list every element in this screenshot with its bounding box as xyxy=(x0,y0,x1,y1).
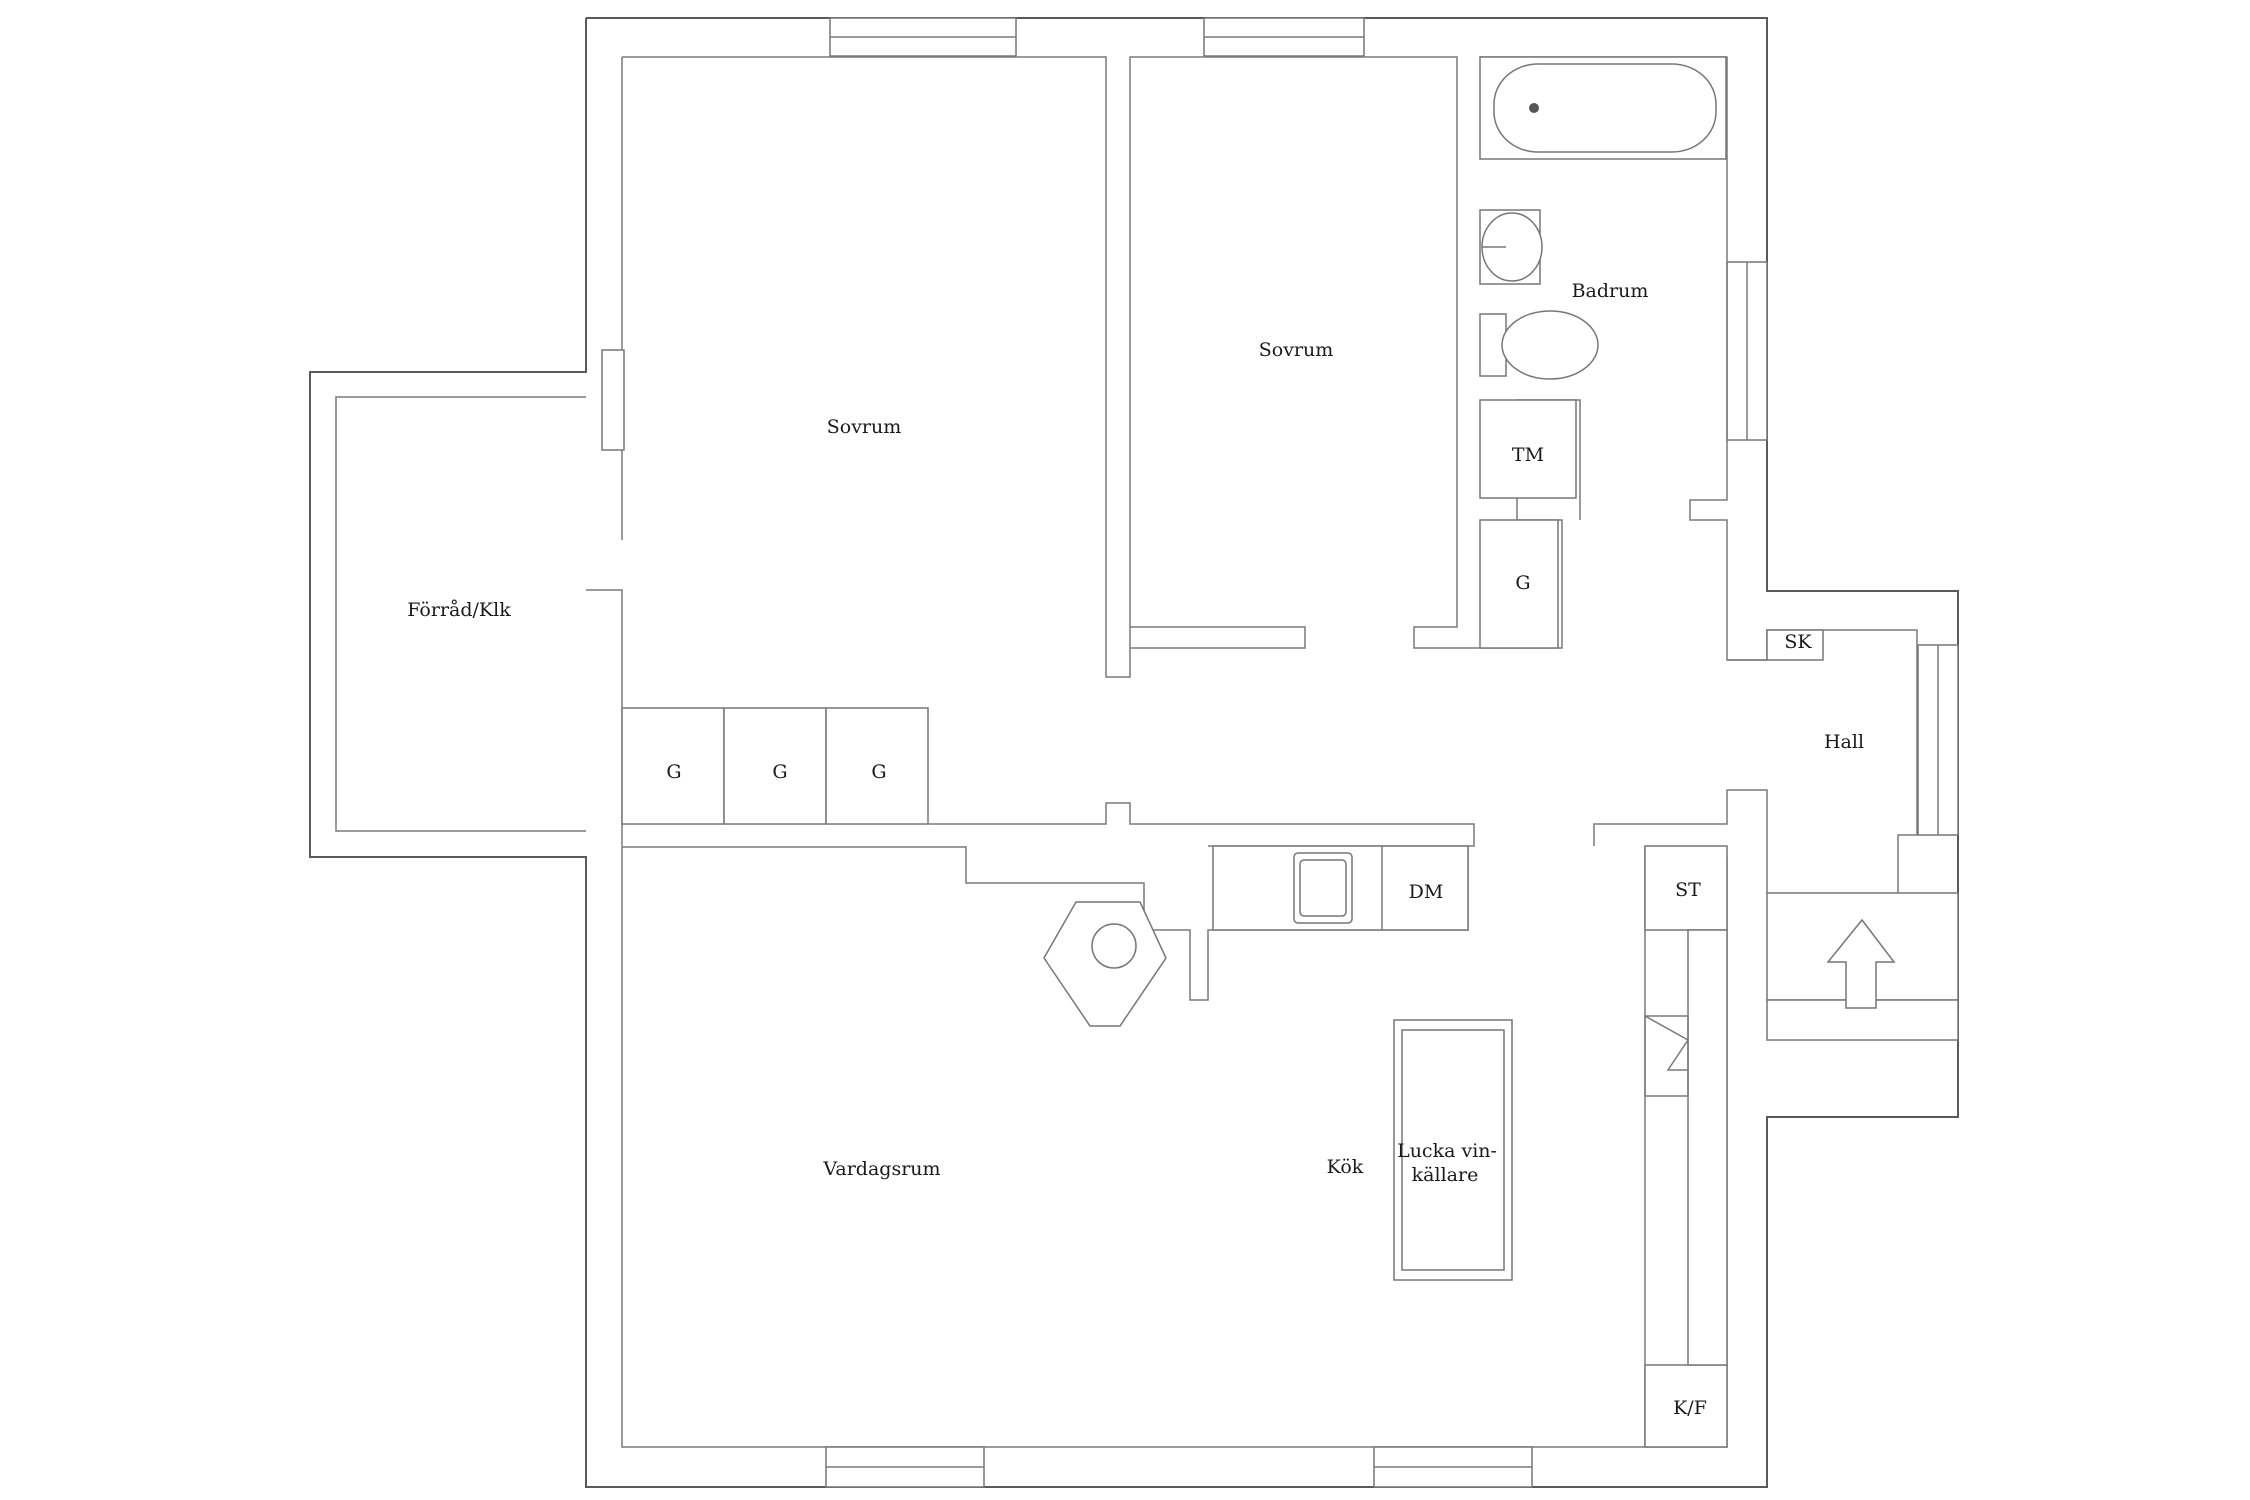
fixture-label-kf: K/F xyxy=(1673,1397,1707,1419)
room-labels: Sovrum Sovrum Badrum Förråd/Klk Vardagsr… xyxy=(407,280,1864,1180)
bathtub-drain xyxy=(1529,103,1539,113)
room-label-hall: Hall xyxy=(1824,731,1864,753)
hatch-inner xyxy=(1401,1029,1505,1271)
st-box xyxy=(1644,845,1728,931)
entrance-step-2 xyxy=(1766,999,1959,1041)
wardrobe-2 xyxy=(723,707,827,825)
room-label-sovrum-1: Sovrum xyxy=(827,416,902,438)
fixture-label-st: ST xyxy=(1675,879,1701,901)
wardrobe-1 xyxy=(621,707,725,825)
fixture-label-g2: G xyxy=(772,761,787,783)
fireplace-grate xyxy=(1091,923,1137,969)
room-label-vardagsrum: Vardagsrum xyxy=(822,1158,940,1180)
fixture-label-sk: SK xyxy=(1784,631,1812,653)
fixture-label-lucka-2: källare xyxy=(1412,1164,1479,1186)
windows xyxy=(601,17,1959,1488)
storage-room xyxy=(335,396,623,847)
fixture-label-dm: DM xyxy=(1409,881,1444,903)
bedroom-1-right-wall xyxy=(622,56,1581,678)
arrow-up-icon xyxy=(1826,918,1896,1009)
fixture-label-g-bath: G xyxy=(1515,572,1530,594)
fixture-label-lucka-1: Lucka vin- xyxy=(1397,1140,1497,1162)
hall-area xyxy=(1727,629,1959,1041)
g-bath-box xyxy=(1479,519,1559,649)
kitchen xyxy=(622,845,1728,1448)
toilet-icon xyxy=(1501,310,1599,380)
kf-box xyxy=(1644,1364,1728,1448)
room-label-sovrum-2: Sovrum xyxy=(1259,339,1334,361)
hall-upper-wall xyxy=(1727,629,1918,893)
window-storage xyxy=(601,349,625,451)
storage-room-outline xyxy=(335,396,586,832)
bathroom-fixtures xyxy=(1479,56,1727,649)
room-label-kok: Kök xyxy=(1327,1156,1364,1178)
wardrobes xyxy=(621,707,1768,893)
bathtub-inner xyxy=(1493,63,1717,153)
tm-box xyxy=(1479,399,1577,499)
bathroom-left-wall xyxy=(1480,56,1767,661)
fixture-label-g1: G xyxy=(666,761,681,783)
storage-door-jamb xyxy=(586,589,623,847)
kitchen-sink-basin xyxy=(1299,859,1347,917)
bedroom-2-bottom-wall xyxy=(1130,626,1306,649)
oven-symbol xyxy=(1644,1014,1690,1097)
inner-wall-bottom xyxy=(621,847,1728,1448)
kitchen-corridor-wall xyxy=(1593,789,1768,893)
sk-box xyxy=(1766,629,1824,661)
fixture-label-tm: TM xyxy=(1512,444,1544,466)
corridor-lower-wall xyxy=(928,802,1475,847)
tall-cabinet xyxy=(1687,929,1728,1366)
outer-wall-outline xyxy=(309,17,1959,1488)
fixture-labels: TM G G G G SK DM ST K/F Lucka vin- källa… xyxy=(666,444,1812,1419)
fixture-label-g3: G xyxy=(871,761,886,783)
room-label-forrad: Förråd/Klk xyxy=(407,599,511,621)
wardrobe-3 xyxy=(825,707,929,825)
room-label-badrum: Badrum xyxy=(1572,280,1649,302)
